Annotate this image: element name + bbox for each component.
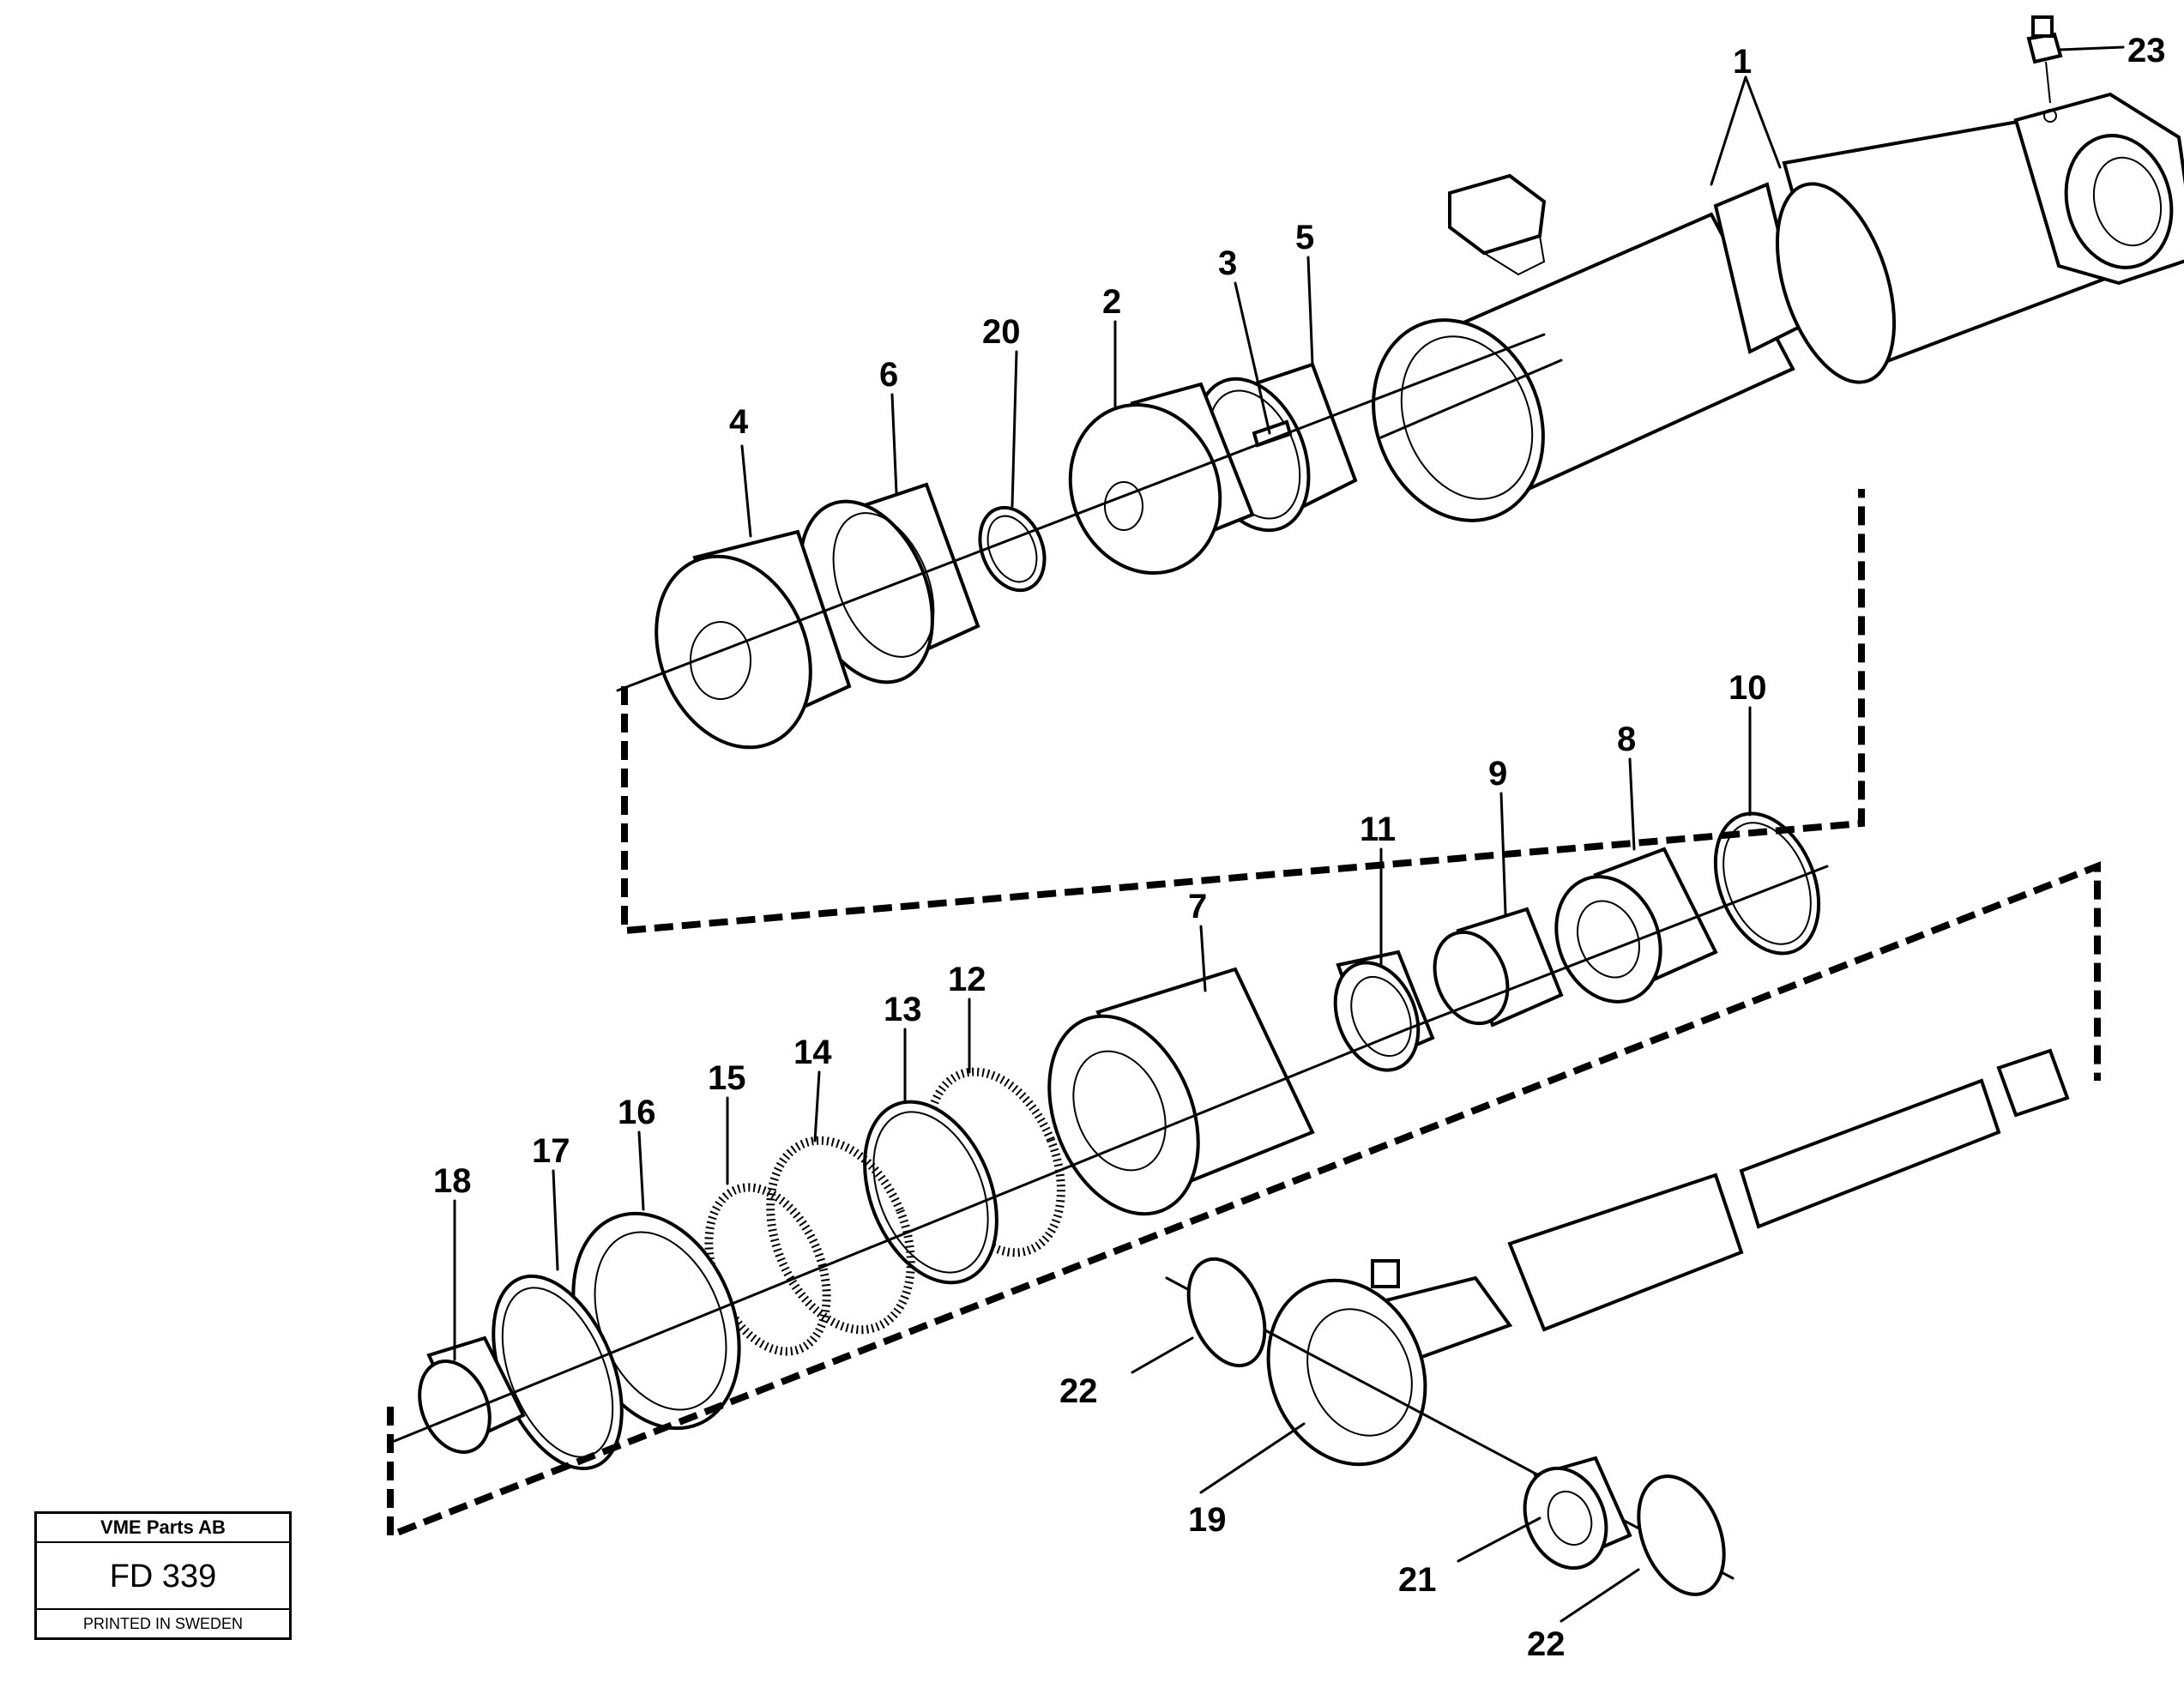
callout-11: 11 <box>1360 811 1396 848</box>
leader-lines <box>453 45 2125 1623</box>
circlip-part-10 <box>1713 811 1821 956</box>
callout-12: 12 <box>948 961 986 998</box>
piston-rod-part-19 <box>1266 1048 2070 1467</box>
callout-21: 21 <box>1398 1561 1437 1599</box>
cylinder-tube-part <box>1372 92 2184 522</box>
bushing-part-18 <box>418 1335 526 1454</box>
callout-7: 7 <box>1188 888 1207 925</box>
callout-18: 18 <box>433 1162 472 1200</box>
callout-1: 1 <box>1733 43 1752 81</box>
callout-15: 15 <box>708 1059 746 1097</box>
dashed-connector-lower <box>387 861 2101 1540</box>
wiper-part-11 <box>1333 950 1435 1072</box>
set-screw-part-3 <box>1252 419 1293 448</box>
dashed-connector-upper <box>621 489 1865 935</box>
callout-5: 5 <box>1295 219 1314 256</box>
callout-19: 19 <box>1188 1501 1227 1539</box>
callout-2: 2 <box>1102 283 1121 321</box>
drawing-code: FD 339 <box>37 1543 289 1610</box>
grease-nipple-23 <box>2026 15 2063 104</box>
gland-part-7 <box>1047 967 1315 1216</box>
callout-9: 9 <box>1488 755 1507 793</box>
callout-22-upper: 22 <box>1059 1372 1098 1410</box>
bearing-sleeve-part-9 <box>1433 907 1564 1028</box>
o-ring-part-15 <box>704 1183 831 1356</box>
backup-ring-part-12 <box>925 1067 1065 1257</box>
callout-23: 23 <box>2127 32 2166 69</box>
callout-22-lower: 22 <box>1527 1625 1566 1663</box>
circlip-part-22-lower <box>1637 1474 1726 1596</box>
callout-13: 13 <box>884 991 922 1028</box>
title-block: VME Parts AB FD 339 PRINTED IN SWEDEN <box>34 1511 292 1640</box>
bushing-part-8 <box>1554 847 1718 1004</box>
printed-note: PRINTED IN SWEDEN <box>82 1615 243 1632</box>
circlip-part-22-upper <box>1186 1257 1267 1368</box>
spherical-bearing-part-21 <box>1523 1456 1632 1570</box>
seal-part-13 <box>863 1100 998 1285</box>
callout-3: 3 <box>1218 244 1237 282</box>
callout-20: 20 <box>982 313 1021 351</box>
callout-4: 4 <box>729 403 749 441</box>
callout-6: 6 <box>879 356 898 394</box>
company-name: VME Parts AB <box>37 1514 289 1543</box>
callout-14: 14 <box>793 1034 832 1071</box>
callout-16: 16 <box>618 1094 656 1131</box>
callout-10: 10 <box>1728 669 1767 707</box>
o-ring-part-20 <box>978 505 1047 593</box>
retaining-ring-part-17 <box>492 1274 624 1471</box>
callout-17: 17 <box>532 1132 570 1170</box>
backup-ring-part-14 <box>766 1136 915 1335</box>
callout-8: 8 <box>1617 720 1636 758</box>
